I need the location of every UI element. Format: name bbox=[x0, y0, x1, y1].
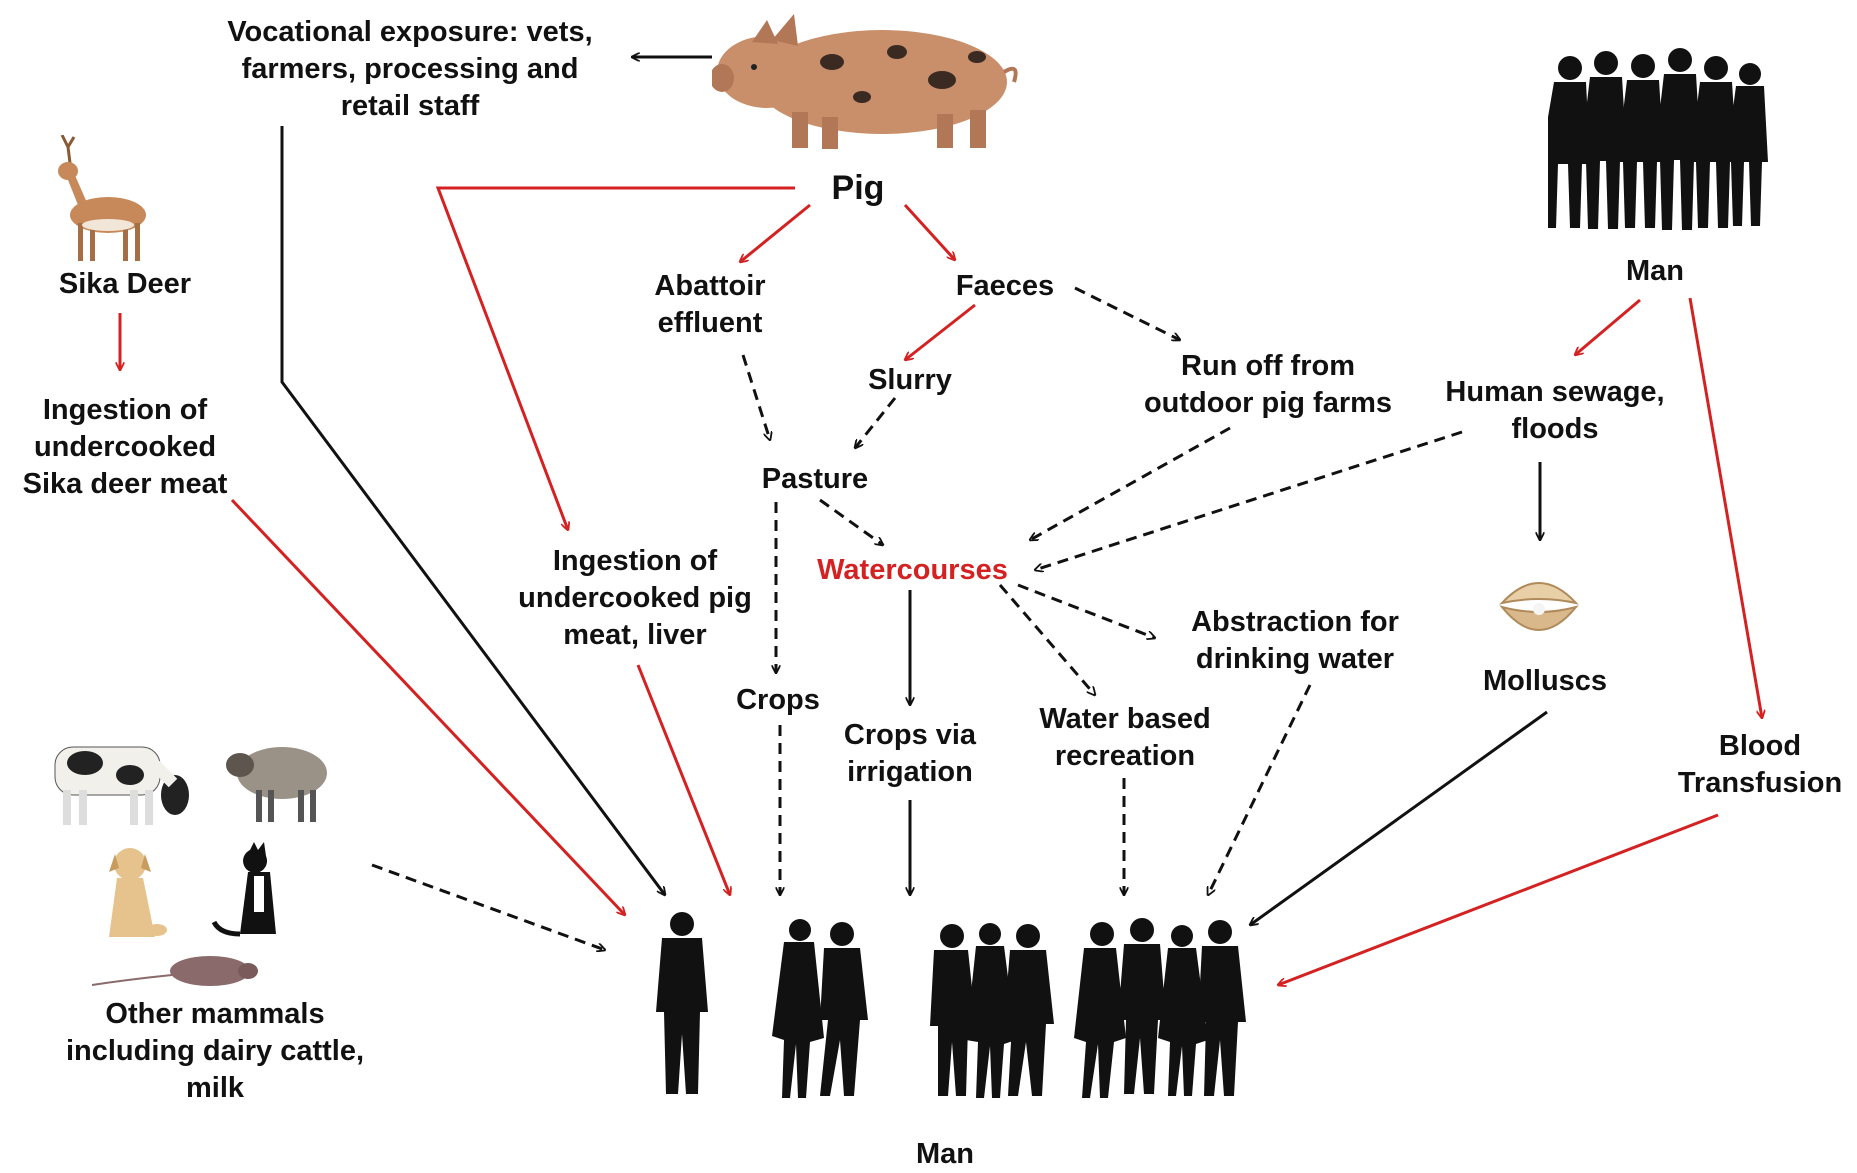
arrow-mammals-to-man bbox=[371, 863, 605, 950]
sheep-icon bbox=[226, 747, 327, 822]
arrow-pig-to-abattoir bbox=[740, 203, 811, 262]
arrow-vocational-to-man bbox=[280, 126, 665, 895]
label-pasture: Pasture bbox=[761, 463, 869, 495]
cow-icon bbox=[54, 746, 189, 825]
arrow-sewage-to-watercourses bbox=[1035, 430, 1463, 570]
label-other-mammals: Other mammals including dairy cattle, mi… bbox=[65, 998, 365, 1104]
label-abattoir-effluent: Abattoir effluent bbox=[654, 270, 766, 339]
label-blood-transfusion: Blood Transfusion bbox=[1677, 730, 1843, 799]
label-water-recreation: Water based recreation bbox=[1039, 703, 1211, 772]
arrow-molluscs-to-man bbox=[1250, 710, 1548, 925]
cat-icon bbox=[211, 842, 276, 937]
arrow-watercourses-to-recreation bbox=[998, 584, 1095, 695]
label-ingestion-deer: Ingestion of undercooked Sika deer meat bbox=[22, 394, 228, 500]
arrow-pig-to-ingestion bbox=[435, 186, 795, 530]
arrow-man-to-sewage bbox=[1575, 298, 1641, 355]
label-man-top: Man bbox=[1626, 255, 1684, 287]
arrow-man-to-transfusion bbox=[1688, 297, 1762, 718]
label-molluscs: Molluscs bbox=[1482, 665, 1608, 697]
dog-icon bbox=[109, 848, 167, 937]
label-faeces: Faeces bbox=[955, 270, 1055, 302]
pig-icon bbox=[712, 14, 1018, 149]
arrow-slurry-to-pasture bbox=[855, 397, 897, 448]
arrow-watercourses-to-abstraction bbox=[1017, 583, 1155, 638]
label-man-bottom: Man bbox=[916, 1138, 974, 1170]
deer-icon bbox=[58, 135, 146, 261]
label-human-sewage: Human sewage, floods bbox=[1445, 376, 1665, 445]
crowd-icon bbox=[1548, 48, 1768, 230]
label-crops-irrigation: Crops via irrigation bbox=[843, 719, 977, 788]
label-runoff: Run off from outdoor pig farms bbox=[1143, 350, 1393, 419]
label-watercourses: Watercourses bbox=[817, 554, 1008, 586]
label-vocational: Vocational exposure: vets, farmers, proc… bbox=[227, 16, 593, 122]
mollusc-icon bbox=[1499, 582, 1579, 631]
label-crops: Crops bbox=[736, 684, 820, 716]
arrow-abstraction-to-man bbox=[1208, 684, 1312, 895]
arrow-transfusion-to-man bbox=[1278, 813, 1719, 985]
arrow-abattoir-to-pasture bbox=[741, 354, 770, 440]
arrow-faeces-to-slurry bbox=[905, 303, 976, 360]
label-slurry: Slurry bbox=[868, 364, 952, 396]
arrow-pig-meat-to-man bbox=[636, 664, 730, 895]
rat-icon bbox=[92, 956, 258, 986]
people-group-icon bbox=[656, 912, 1246, 1098]
arrow-pig-to-faeces bbox=[903, 203, 955, 260]
arrow-pasture-to-watercourses bbox=[819, 498, 883, 545]
label-abstraction: Abstraction for drinking water bbox=[1191, 606, 1399, 675]
arrow-runoff-to-watercourses bbox=[1030, 426, 1231, 540]
label-ingestion-pig: Ingestion of undercooked pig meat, liver bbox=[518, 545, 752, 651]
arrow-faeces-to-runoff bbox=[1074, 286, 1180, 342]
label-sika-deer: Sika Deer bbox=[58, 268, 192, 300]
arrow-deer-meat-to-man bbox=[230, 498, 625, 915]
label-pig: Pig bbox=[831, 169, 885, 207]
